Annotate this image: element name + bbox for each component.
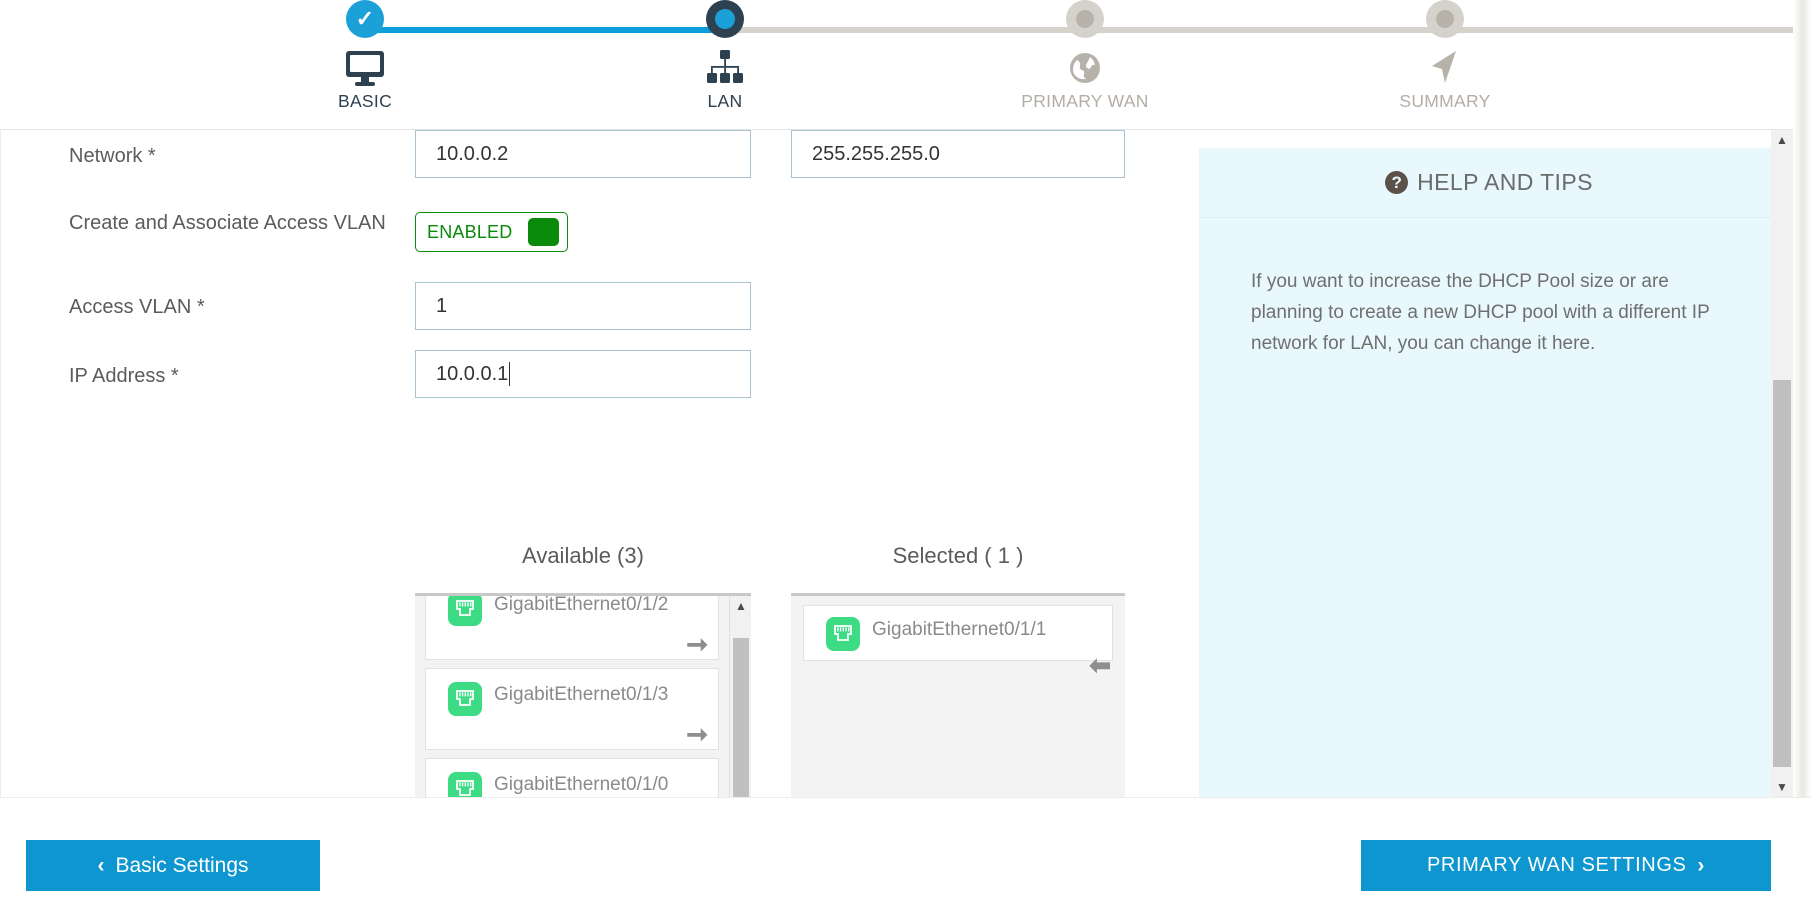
basic-settings-back-label: Basic Settings <box>115 853 249 877</box>
wizard-footer: ‹ Basic Settings PRIMARY WAN SETTINGS › <box>0 797 1811 909</box>
chevron-right-icon: › <box>1697 853 1706 877</box>
selected-list-title: Selected ( 1 ) <box>892 543 1024 568</box>
stepper-track-completed <box>365 27 725 33</box>
stepper-track-remaining <box>725 27 1810 33</box>
step-node-primary-wan-dot <box>1076 10 1094 28</box>
page-scrollbar[interactable]: ▲ ▼ <box>1771 130 1793 797</box>
list-item-label: GigabitEthernet0/1/2 <box>494 596 669 615</box>
toggle-state-label: ENABLED <box>427 221 513 242</box>
label-network: Network * <box>69 145 156 167</box>
step-node-summary-dot <box>1436 10 1454 28</box>
label-access-vlan: Access VLAN * <box>69 296 205 318</box>
step-label-basic: BASIC <box>337 91 393 111</box>
step-label-primary-wan: PRIMARY WAN <box>1021 91 1149 111</box>
wizard-content: Network * 10.0.0.2 255.255.255.0 Create … <box>0 130 1811 900</box>
form-row-access-vlan: Access VLAN * 1 <box>1 282 1191 350</box>
create-associate-vlan-toggle[interactable]: ENABLED <box>415 212 568 252</box>
chevron-left-icon: ‹ <box>97 853 105 877</box>
scroll-up-arrow-icon[interactable]: ▲ <box>735 599 747 613</box>
basic-settings-back-button[interactable]: ‹ Basic Settings <box>26 840 320 891</box>
available-list[interactable]: GigabitEthernet0/1/2 ➞ <box>415 593 751 900</box>
check-icon: ✓ <box>355 6 375 31</box>
label-create-associate-vlan: Create and Associate Access VLAN <box>69 212 386 234</box>
question-mark-icon: ? <box>1385 171 1409 194</box>
globe-icon <box>995 45 1175 91</box>
label-ip-address: IP Address * <box>69 365 179 387</box>
list-item[interactable]: GigabitEthernet0/1/3 ➞ <box>425 668 719 750</box>
available-list-viewport[interactable]: GigabitEthernet0/1/2 ➞ <box>415 596 725 900</box>
step-label-summary: SUMMARY <box>1399 91 1491 111</box>
available-list-title: Available (3) <box>522 543 644 568</box>
wizard-stepper: ✓ BASIC <box>0 0 1811 130</box>
network-icon <box>635 45 815 91</box>
step-label-lan: LAN <box>707 91 743 111</box>
list-item-label: GigabitEthernet0/1/0 <box>494 774 669 795</box>
rj45-port-icon <box>826 617 860 651</box>
ip-address-value: 10.0.0.1 <box>436 362 509 385</box>
stepper-step-primary-wan[interactable]: PRIMARY WAN <box>995 0 1175 112</box>
network-ip-value: 10.0.0.2 <box>436 142 509 165</box>
help-panel-header: ? HELP AND TIPS <box>1199 148 1779 218</box>
list-item-label: GigabitEthernet0/1/1 <box>872 619 1047 640</box>
page-scroll-up-arrow-icon[interactable]: ▲ <box>1776 133 1788 147</box>
access-vlan-input[interactable]: 1 <box>415 282 751 330</box>
text-cursor <box>509 362 511 386</box>
lan-settings-form: Network * 10.0.0.2 255.255.255.0 Create … <box>1 130 1191 900</box>
page-scroll-down-arrow-icon[interactable]: ▼ <box>1776 780 1788 794</box>
stepper-step-summary[interactable]: SUMMARY <box>1355 0 1535 112</box>
list-item[interactable]: GigabitEthernet0/1/2 ➞ <box>425 596 719 660</box>
monitor-icon <box>275 45 455 91</box>
window-right-edge <box>1793 0 1811 909</box>
selected-list-viewport[interactable]: GigabitEthernet0/1/1 ⬅ <box>791 596 1125 900</box>
rj45-port-icon <box>448 682 482 716</box>
step-node-basic[interactable]: ✓ <box>346 0 384 38</box>
list-item[interactable]: GigabitEthernet0/1/1 <box>803 605 1113 661</box>
help-panel-body: If you want to increase the DHCP Pool si… <box>1251 271 1710 354</box>
ip-address-input[interactable]: 10.0.0.1 <box>415 350 751 398</box>
stepper-step-basic[interactable]: ✓ BASIC <box>275 0 455 112</box>
primary-wan-settings-next-label: PRIMARY WAN SETTINGS <box>1426 854 1687 876</box>
toggle-knob[interactable] <box>528 218 559 246</box>
form-row-ip-address: IP Address * 10.0.0.1 <box>1 350 1191 422</box>
form-row-network: Network * 10.0.0.2 255.255.255.0 <box>1 130 1191 202</box>
step-node-lan[interactable] <box>706 0 744 38</box>
move-left-arrow-icon[interactable]: ⬅ <box>1089 650 1111 680</box>
rj45-port-icon <box>448 596 482 626</box>
help-and-tips-panel: ? HELP AND TIPS If you want to increase … <box>1199 148 1779 826</box>
network-ip-input[interactable]: 10.0.0.2 <box>415 130 751 178</box>
network-mask-input[interactable]: 255.255.255.0 <box>791 130 1125 178</box>
stepper-step-lan[interactable]: LAN <box>635 0 815 112</box>
form-row-create-associate-vlan: Create and Associate Access VLAN ENABLED <box>1 202 1191 280</box>
step-node-lan-dot <box>715 9 735 29</box>
move-right-arrow-icon[interactable]: ➞ <box>686 629 708 659</box>
help-panel-title: HELP AND TIPS <box>1417 169 1593 195</box>
network-mask-value: 255.255.255.0 <box>812 142 940 165</box>
list-item-label: GigabitEthernet0/1/3 <box>494 684 669 705</box>
move-right-arrow-icon[interactable]: ➞ <box>686 719 708 749</box>
step-node-summary[interactable] <box>1426 0 1464 38</box>
primary-wan-settings-next-button[interactable]: PRIMARY WAN SETTINGS › <box>1361 840 1771 891</box>
page-scrollbar-thumb[interactable] <box>1773 380 1791 767</box>
step-node-primary-wan[interactable] <box>1066 0 1104 38</box>
access-vlan-value: 1 <box>436 294 448 317</box>
cursor-icon <box>1355 45 1535 91</box>
